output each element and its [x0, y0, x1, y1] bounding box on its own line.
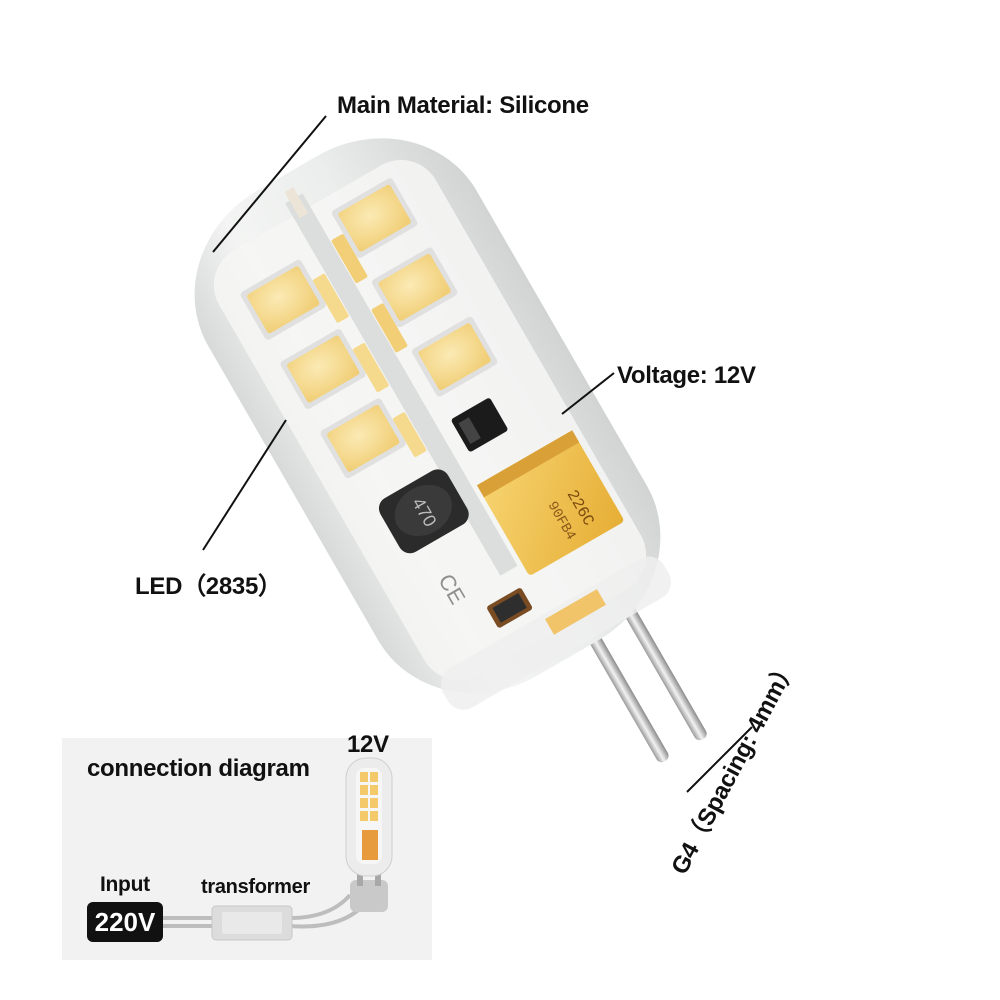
diagram-input-label: Input [100, 873, 150, 896]
tantalum-capacitor: 226C 90FB4 [476, 430, 624, 575]
led-chip [338, 184, 411, 252]
callout-lines [202, 115, 753, 793]
leader-line-material [212, 115, 327, 253]
label-led-type: LED（2835） [135, 573, 282, 600]
diagram-led [360, 772, 368, 782]
led-chip-side [353, 343, 389, 392]
leader-line-voltage [561, 372, 615, 415]
output-wire [289, 893, 352, 920]
led-chip [418, 323, 491, 391]
led-chip [287, 335, 360, 403]
label-voltage: Voltage: 12V [617, 362, 756, 389]
diagram-bulb [345, 757, 393, 912]
rectifier-chip [451, 398, 508, 452]
diagram-title: connection diagram [87, 755, 310, 782]
diagram-bulb-voltage: 12V [347, 731, 389, 758]
pcb-divider [285, 193, 518, 576]
led-chip-side [313, 273, 349, 323]
led-chip [247, 266, 320, 334]
transformer-box [211, 905, 293, 941]
diagram-transformer-label: transformer [201, 876, 310, 898]
diagram-wires [163, 893, 370, 929]
led-chip-side [371, 303, 408, 353]
led-chip-side [393, 412, 427, 457]
led-chip [378, 254, 451, 321]
led-chip [327, 404, 400, 472]
leader-line-base [686, 726, 753, 793]
inductor: 470 [378, 469, 469, 554]
diagram-input-voltage: 220V [87, 902, 163, 942]
bulb-body: 470 CE 226C 90FB4 [194, 138, 671, 710]
label-main-material: Main Material: Silicone [337, 92, 589, 119]
led-chips [240, 178, 498, 479]
led-chip-side [331, 234, 368, 284]
leader-line-led [202, 419, 287, 551]
